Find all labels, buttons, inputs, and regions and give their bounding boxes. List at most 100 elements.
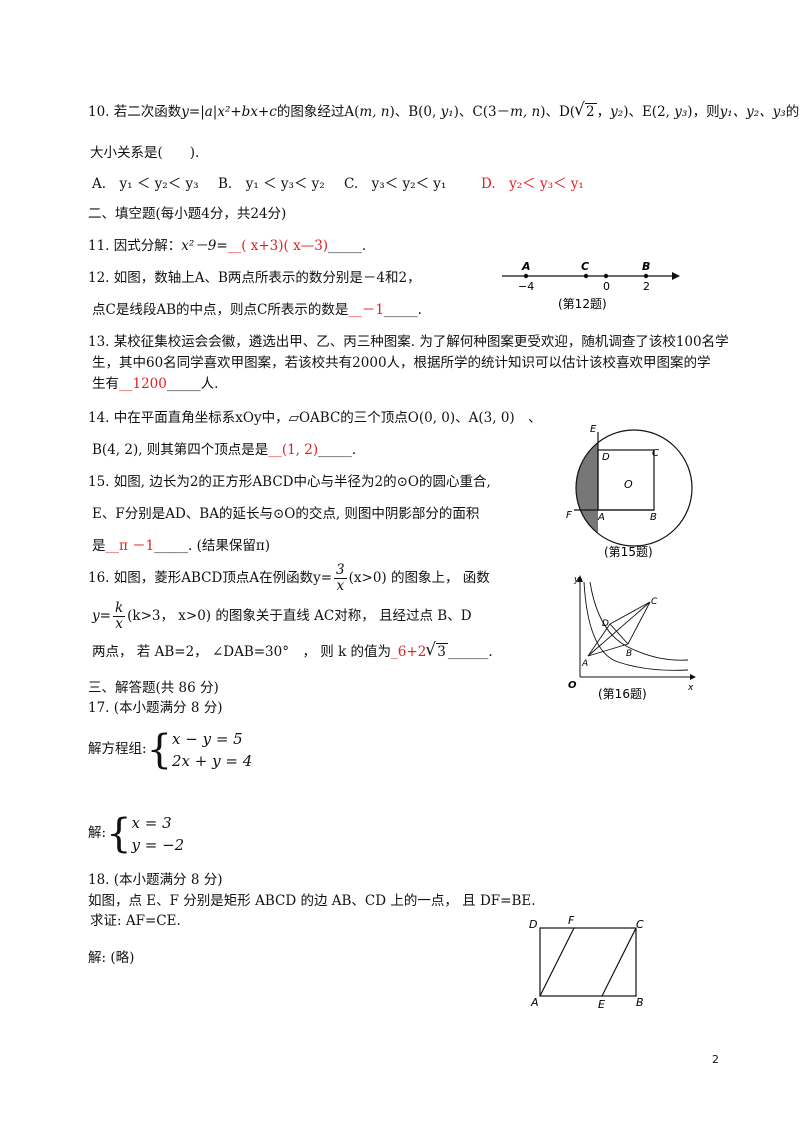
q10-y3: y₃	[674, 104, 688, 120]
q11-expr: x²－9=	[181, 238, 228, 254]
label-a: A	[530, 996, 539, 1009]
q16-caption: (第16题)	[598, 687, 647, 701]
tick-minus4: −4	[518, 280, 534, 293]
label-x: x	[687, 683, 694, 693]
q10-text: )、E(2,	[623, 104, 675, 120]
q18-title: 18. (本小题满分 8 分)	[88, 872, 223, 888]
segment-ce	[601, 927, 637, 997]
q10-point-a: m, n	[359, 104, 390, 120]
section2-heading: 二、填空题(每小题4分，共24分)	[88, 206, 287, 222]
q10-sqrt: 2	[574, 102, 597, 120]
q10-option-c: C. y₃＜ y₂＜ y₁	[344, 176, 447, 192]
label-o: O	[568, 680, 577, 691]
q17-prompt: 解方程组:	[88, 741, 147, 757]
q16-sqrt: 3	[426, 642, 448, 660]
q15-answer: __π －1	[105, 538, 155, 554]
q18-rectangle-figure: D F C A E B	[529, 914, 644, 1010]
q12-line2: 点C是线段AB的中点，则点C所表示的数是__－1_____.	[92, 300, 422, 320]
circle-o	[575, 429, 693, 547]
q10-text: )、C(3－	[453, 104, 511, 120]
label-d: D	[602, 619, 609, 629]
q13-text: _____人.	[166, 376, 219, 392]
q14-text: B(4, 2), 则其第四个顶点是是	[92, 442, 269, 458]
q14-line2: B(4, 2), 则其第四个顶点是是__(1, 2)_____.	[92, 440, 356, 460]
label-c: C	[636, 918, 644, 931]
page-number: 2	[712, 1053, 719, 1066]
side-bc	[627, 601, 651, 645]
q13-line2: 生，其中60名同学喜欢甲图案，若该校共有2000人，根据所学的统计知识可以估计该…	[92, 355, 711, 371]
q10-text: )，则	[687, 104, 720, 120]
q13-answer: __1200	[119, 376, 167, 392]
q16-text: 16. 如图，菱形ABCD顶点A在例函数y=	[88, 570, 333, 586]
q10-y1: y₁	[440, 104, 454, 120]
side-ab	[587, 643, 629, 657]
q12-line1: 12. 如图，数轴上A、B两点所表示的数分别是－4和2，	[88, 270, 421, 286]
q17-solution-label: 解:	[88, 825, 107, 841]
q17-title: 17. (本小题满分 8 分)	[88, 700, 223, 716]
segment-af	[539, 927, 575, 997]
arrow-icon	[672, 272, 680, 280]
q10-option-a: A. y₁ ＜ y₂＜ y₃	[92, 176, 199, 192]
diagonal-bd	[609, 623, 629, 645]
fraction-numerator: 3	[334, 562, 347, 579]
q11-answer: __( x+3)( x—3)	[227, 238, 329, 254]
q13-line1: 13. 某校征集校运会会徽，遴选出甲、乙、丙三种图案. 为了解何种图案更受欢迎，…	[88, 334, 729, 350]
brace-icon: {	[146, 726, 173, 773]
q16-text: (x>0) 的图象上， 函数	[348, 570, 490, 586]
q18-line1: 如图，点 E、F 分别是矩形 ABCD 的边 AB、CD 上的一点， 且 DF=…	[88, 893, 536, 909]
q15-circle-figure: E D C O F A B (第15题)	[566, 424, 693, 559]
label-c: C	[652, 448, 659, 459]
q10-line1: 10. 若二次函数y=|a|x²+bx+c的图象经过A(m, n)、B(0, y…	[88, 102, 799, 122]
q10-point-c: m, n	[510, 104, 541, 120]
label-o: O	[624, 478, 633, 491]
q15-line1: 15. 如图, 边长为2的正方形ABCD中心与半径为2的⊙O的圆心重合,	[88, 474, 491, 490]
q15-line2: E、F分别是AD、BA的延长与⊙O的交点, 则图中阴影部分的面积	[92, 506, 480, 522]
q10-text: )、D(	[540, 104, 576, 120]
q10-option-b: B. y₁ ＜ y₃＜ y₂	[218, 176, 325, 192]
q10-function: y=|a|x²+bx+c	[181, 104, 277, 120]
q16-blank: ______.	[447, 644, 493, 660]
side-ad	[587, 623, 611, 657]
q12-number-line-figure: A C B −4 0 2 (第12题)	[502, 260, 680, 311]
q13-line3: 生有__1200_____人.	[92, 374, 218, 394]
equation-2: 2x + y = 4	[172, 751, 253, 770]
q16-graph-figure: y x O A B C D (第16题)	[568, 575, 696, 701]
q12-blank: _____.	[383, 302, 422, 318]
label-d: D	[602, 452, 610, 463]
fraction-denominator: x	[115, 616, 123, 632]
tick-2: 2	[643, 280, 650, 293]
q16-line3: 两点， 若 AB=2， ∠DAB=30° ， 则 k 的值为_6+23_____…	[92, 642, 493, 662]
label-d: D	[529, 918, 537, 931]
side-dc	[609, 601, 651, 625]
label-f: F	[566, 510, 572, 521]
q18-line2: 求证: AF=CE.	[90, 913, 181, 929]
label-y: y	[573, 575, 580, 585]
arrow-icon	[577, 575, 583, 582]
q16-text: 两点， 若 AB=2， ∠DAB=30° ， 则 k 的值为	[92, 644, 392, 660]
fraction-numerator: k	[112, 600, 126, 617]
fraction-denominator: x	[336, 578, 345, 594]
tick-0: 0	[603, 280, 610, 293]
q16-text: y=	[92, 608, 111, 624]
q18-solution: 解: (略)	[88, 950, 135, 966]
label-a: A	[521, 260, 531, 273]
diagonal-ac	[587, 601, 651, 657]
q10-text: 的图象经过A(	[276, 104, 360, 120]
q12-text: 点C是线段AB的中点，则点C所表示的数是	[92, 302, 349, 318]
point-a	[523, 273, 529, 279]
point-b	[643, 273, 649, 279]
q16-text: (k>3， x>0) 的图象关于直线 AC对称， 且经过点 B、D	[127, 608, 472, 624]
q11: 11. 因式分解：x²－9=__( x+3)( x—3)_____.	[88, 236, 366, 256]
q12-caption: (第12题)	[558, 297, 607, 311]
arrow-icon	[690, 674, 696, 680]
section3-heading: 三、解答题(共 86 分)	[88, 680, 219, 696]
label-b: B	[636, 996, 644, 1009]
label-b: B	[626, 649, 632, 659]
q10-text: 的	[785, 104, 800, 120]
q10-option-d: D. y₂＜ y₃＜ y₁	[481, 176, 584, 192]
